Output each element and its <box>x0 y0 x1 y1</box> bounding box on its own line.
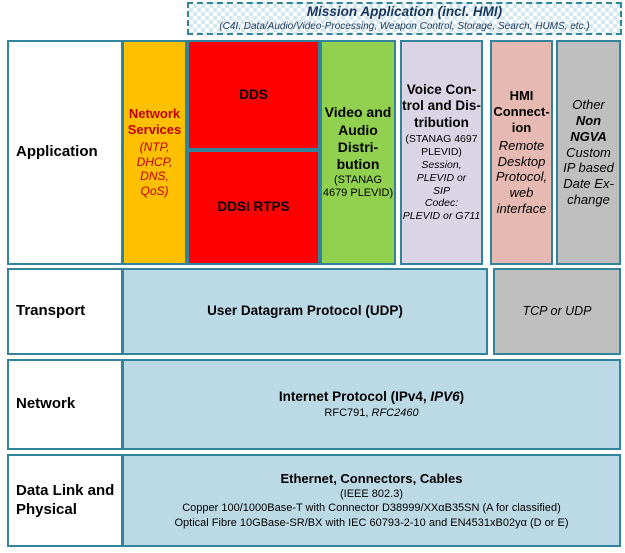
mission-title: Mission Application (incl. HMI) <box>306 3 503 19</box>
internet-protocol-cell: Internet Protocol (IPv4, IPV6) RFC791, R… <box>122 359 621 450</box>
mission-application-box: Mission Application (incl. HMI) (C4I, Da… <box>187 2 622 35</box>
optical-line: Optical Fibre 10GBase-SR/BX with IEC 607… <box>174 516 569 529</box>
voice-control-distribution-cell: Voice Con- trol and Dis- tribution (STAN… <box>400 40 483 265</box>
hmi-connection-cell: HMI Connect- ion Remote Desktop Protocol… <box>490 40 553 265</box>
udp-label: User Datagram Protocol (UDP) <box>207 303 403 319</box>
application-row-label: Application <box>7 40 123 265</box>
udp-cell: User Datagram Protocol (UDP) <box>122 268 488 355</box>
datalink-row-label-text: Data Link and Physical <box>16 482 115 518</box>
rfc2460-text: RFC2460 <box>371 407 419 420</box>
non-ngva-line: Non NGVA <box>570 112 607 144</box>
other-line: Other <box>572 96 605 112</box>
video-audio-distribution-cell: Video and Audio Distri- bution (STANAG 4… <box>320 40 396 265</box>
dds-label: DDS <box>239 86 268 102</box>
voice-control-details: Session, PLEVID or SIP Codec: PLEVID or … <box>402 159 481 223</box>
voice-control-title: Voice Con- trol and Dis- tribution <box>402 82 481 130</box>
tcp-or-udp-cell: TCP or UDP <box>493 268 621 355</box>
internet-protocol-title-post: ) <box>459 388 465 404</box>
datalink-row-label: Data Link and Physical <box>7 454 123 547</box>
copper-line: Copper 100/1000Base-T with Connector D38… <box>182 502 561 515</box>
internet-protocol-title-pre: Internet Protocol (IPv4, <box>278 388 431 404</box>
other-non-ngva-cell: Other Non NGVA Custom IP based Date Ex- … <box>556 40 621 265</box>
dds-cell: DDS <box>187 40 320 150</box>
internet-protocol-title-ipv6: IPV6 <box>430 388 460 404</box>
video-audio-standard: (STANAG 4679 PLEVID) <box>322 173 394 200</box>
ddsi-rtps-label: DDSI RTPS <box>217 199 290 215</box>
tcp-or-udp-label: TCP or UDP <box>522 303 592 318</box>
ethernet-cell: Ethernet, Connectors, Cables (IEEE 802.3… <box>122 454 621 547</box>
ddsi-rtps-cell: DDSI RTPS <box>187 150 320 265</box>
network-services-cell: Network Services (NTP, DHCP, DNS, QoS) <box>122 40 187 265</box>
rfc791-text: RFC791, <box>324 407 372 420</box>
transport-row-label-text: Transport <box>16 302 86 320</box>
hmi-connection-details: Remote Desktop Protocol, web interface <box>495 137 548 217</box>
hmi-connection-title: HMI Connect- ion <box>493 88 550 135</box>
network-services-details: (NTP, DHCP, DNS, QoS) <box>136 140 173 198</box>
internet-protocol-rfcs: RFC791, RFC2460 <box>324 407 418 420</box>
network-row-label-text: Network <box>16 395 76 413</box>
custom-ip-line: Custom IP based Date Ex- change <box>563 144 614 208</box>
voice-control-standard: (STANAG 4697 PLEVID) <box>405 133 478 159</box>
network-services-title: Network Services <box>127 106 182 138</box>
network-row-label: Network <box>7 359 123 450</box>
video-audio-title: Video and Audio Distri- bution <box>324 104 392 172</box>
internet-protocol-title: Internet Protocol (IPv4, IPV6) <box>279 389 464 405</box>
ieee-standard: (IEEE 802.3) <box>340 487 403 500</box>
application-row-label-text: Application <box>16 143 98 161</box>
transport-row-label: Transport <box>7 268 123 355</box>
mission-subtitle: (C4I, Data/Audio/Video-Processing, Weapo… <box>219 21 590 33</box>
ethernet-title: Ethernet, Connectors, Cables <box>280 470 463 486</box>
